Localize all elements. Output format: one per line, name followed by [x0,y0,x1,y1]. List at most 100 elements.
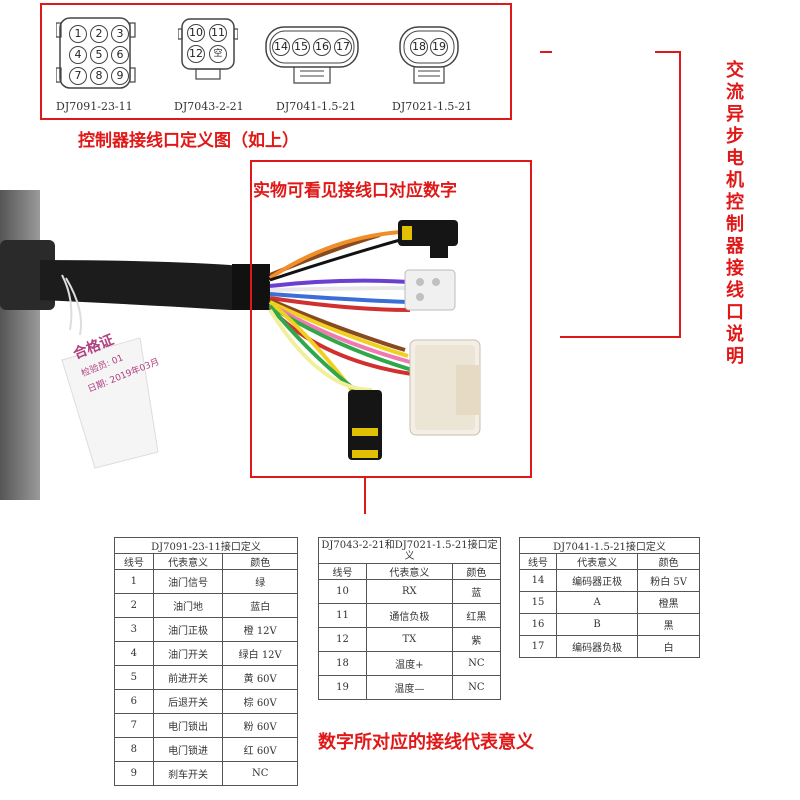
pin-11: 11 [209,24,227,42]
cell: 红黑 [451,603,502,628]
cell: 编码器负极 [555,635,639,658]
cell: NC [451,675,502,700]
wiring-harness-photo [0,190,481,500]
col-header: 颜色 [637,553,700,570]
cell: 粉 60V [222,713,298,738]
connector-dj7091: 1 2 3 4 5 6 7 8 9 [56,13,136,93]
connector-dj7091-housing [56,17,136,89]
cell: 4 [114,641,154,666]
cell: 红 60V [222,737,298,762]
cell: 紫 [451,627,502,652]
cell: NC [451,651,502,676]
cell: 黑 [637,613,700,636]
cell: 蓝 [451,579,502,604]
col-header: 线号 [114,553,154,570]
cell: 棕 60V [222,689,298,714]
col-header: 代表意义 [366,563,453,580]
cell: 11 [317,603,368,628]
table-title: DJ7043-2-21和DJ7021-1.5-21接口定义 [318,537,501,564]
pin-7: 7 [69,67,87,85]
cell: 白 [637,635,700,658]
pin-5: 5 [90,46,108,64]
vertical-title: 交流异步电机控制器接线口说明 [722,60,748,368]
pin-19: 19 [430,38,448,56]
cell: 油门正极 [152,617,224,642]
pin-12: 12 [187,45,205,63]
cell: 9 [114,761,154,786]
pin-17: 17 [334,38,352,56]
cell: 1 [114,569,154,594]
cell: 通信负极 [366,603,453,628]
connector-dj7043-housing [178,18,238,80]
col-header: 线号 [519,553,557,570]
cell: 绿 [222,569,298,594]
cell: 电门锁出 [152,713,224,738]
vertical-title-char: 线 [726,280,744,301]
cell: NC [222,761,298,786]
cell: 6 [114,689,154,714]
cell: 橙黑 [637,591,700,614]
connector-diagram-title: 控制器接线口定义图（如上） [78,131,299,151]
cell: 前进开关 [152,665,224,690]
vertical-title-char: 步 [726,126,744,147]
cell: 粉白 5V [637,569,700,592]
connector-dj7021: 18 19 [398,23,460,89]
table-title: DJ7041-1.5-21接口定义 [519,537,700,554]
cell: 黄 60V [222,665,298,690]
cell: 后退开关 [152,689,224,714]
vertical-title-char: 电 [726,148,744,169]
cell: 电门锁进 [152,737,224,762]
pin-1: 1 [69,25,87,43]
vertical-title-char: 交 [726,60,744,81]
pin-3: 3 [111,25,129,43]
link-line-top-2 [655,51,680,53]
link-line-bottom [560,336,681,338]
link-line-top [540,51,552,53]
cell: TX [366,627,453,652]
table-title: DJ7091-23-11接口定义 [114,537,298,554]
cell: B [555,613,639,636]
pin-15: 15 [292,38,310,56]
vertical-title-char: 制 [726,214,744,235]
cell: 油门信号 [152,569,224,594]
cell: 编码器正极 [555,569,639,592]
cell: 12 [317,627,368,652]
cell: 温度— [366,675,453,700]
vertical-title-char: 异 [726,104,744,125]
vertical-title-char: 接 [726,258,744,279]
cell: RX [366,579,453,604]
cell: 油门地 [152,593,224,618]
vertical-title-char: 说 [726,324,744,345]
cell: 17 [519,635,557,658]
connector-dj7021-housing [399,26,459,84]
cell: 3 [114,617,154,642]
connector-dj7091-label: DJ7091-23-11 [56,100,133,113]
cell: A [555,591,639,614]
pin-10: 10 [187,24,205,42]
pin-9: 9 [111,67,129,85]
pin-14: 14 [272,38,290,56]
cell: 油门开关 [152,641,224,666]
col-header: 线号 [317,563,368,580]
connector-dj7041-label: DJ7041-1.5-21 [276,100,357,113]
link-line-right [679,51,681,337]
pin-16: 16 [313,38,331,56]
connector-diagram-box: 1 2 3 4 5 6 7 8 9 DJ7091-23-11 10 11 12 … [40,3,512,120]
cell: 5 [114,665,154,690]
